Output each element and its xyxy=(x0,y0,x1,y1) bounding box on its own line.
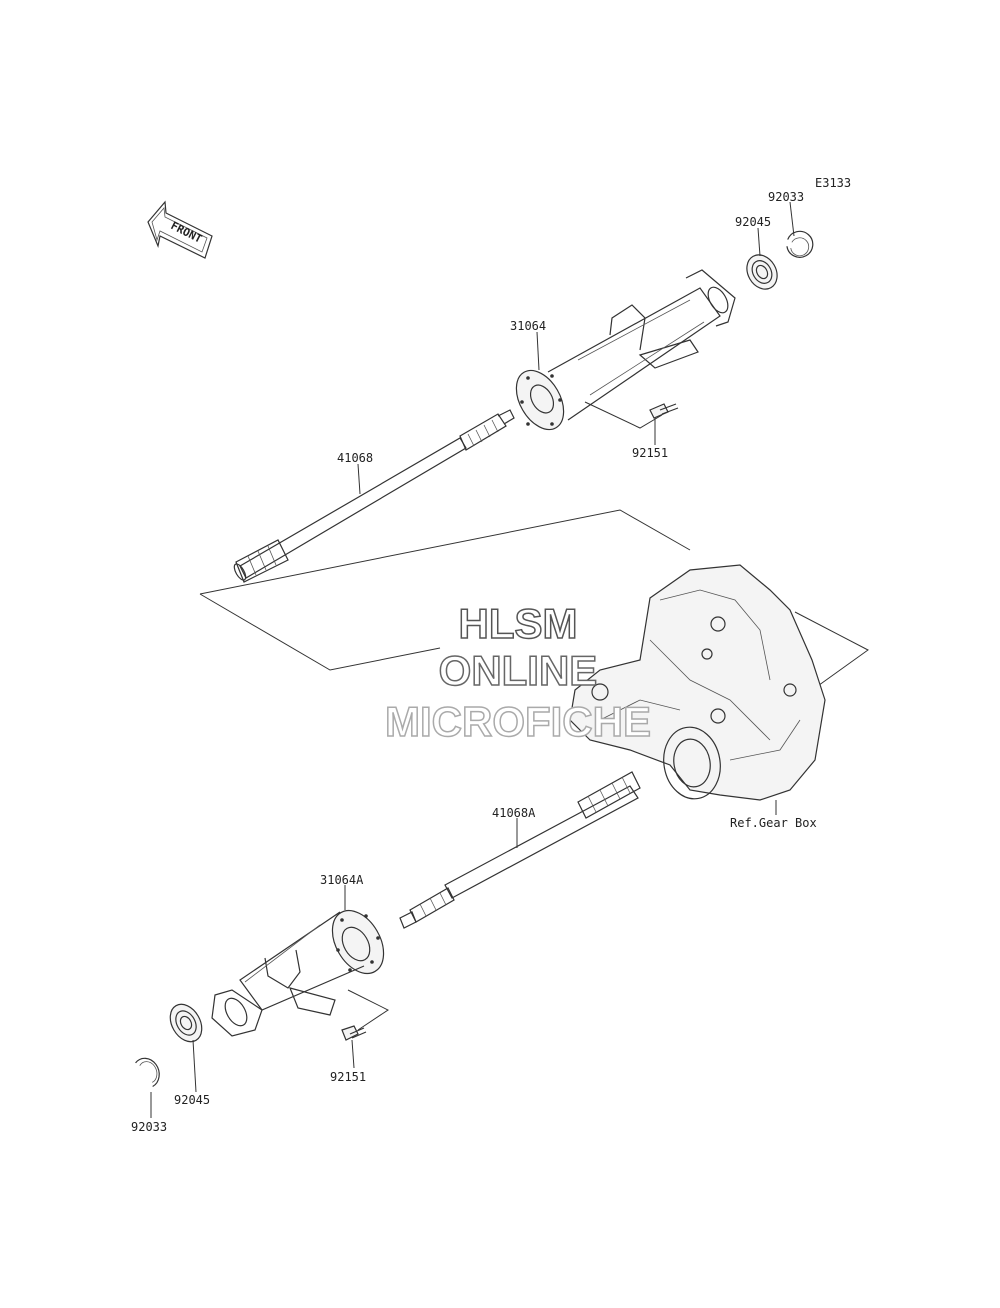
part-label-axle-upper: 41068 xyxy=(337,451,373,465)
circlip-lower-icon xyxy=(135,1057,160,1087)
assembly-line-right xyxy=(794,611,869,689)
gear-box-icon xyxy=(569,564,826,801)
assembly-line-upper xyxy=(199,509,691,595)
circlip-upper-icon xyxy=(786,230,814,258)
part-label-housing-lower: 31064A xyxy=(320,873,364,887)
axle-shaft-lower-icon xyxy=(399,771,641,929)
reference-label-gear-box: Ref.Gear Box xyxy=(730,816,817,830)
part-label-axle-lower: 41068A xyxy=(492,806,536,820)
watermark: HLSM ONLINE MICROFICHE xyxy=(384,599,652,746)
front-arrow-icon: FRONT xyxy=(147,200,213,259)
part-label-circlip-lower: 92033 xyxy=(131,1120,167,1134)
bolt-upper-icon xyxy=(649,403,679,419)
watermark-line-3: MICROFICHE xyxy=(385,698,651,745)
bearing-lower-icon xyxy=(169,1003,203,1043)
part-label-bolt-lower: 92151 xyxy=(330,1070,366,1084)
bolt-lower-icon xyxy=(341,1025,367,1041)
part-label-bearing-lower: 92045 xyxy=(174,1093,210,1107)
part-label-bearing-upper: 92045 xyxy=(735,215,771,229)
axle-shaft-upper-icon xyxy=(233,409,515,583)
assembly-line-upper-lower xyxy=(199,593,441,671)
bearing-upper-icon xyxy=(746,254,778,290)
watermark-line-1: HLSM xyxy=(459,600,578,647)
part-label-housing-upper: 31064 xyxy=(510,319,546,333)
axle-housing-upper-icon xyxy=(515,269,736,431)
axle-housing-lower-icon xyxy=(211,909,385,1037)
diagram-code: E3133 xyxy=(815,176,851,190)
watermark-line-2: ONLINE xyxy=(439,647,598,694)
part-label-bolt-upper: 92151 xyxy=(632,446,668,460)
part-label-circlip-upper: 92033 xyxy=(768,190,804,204)
